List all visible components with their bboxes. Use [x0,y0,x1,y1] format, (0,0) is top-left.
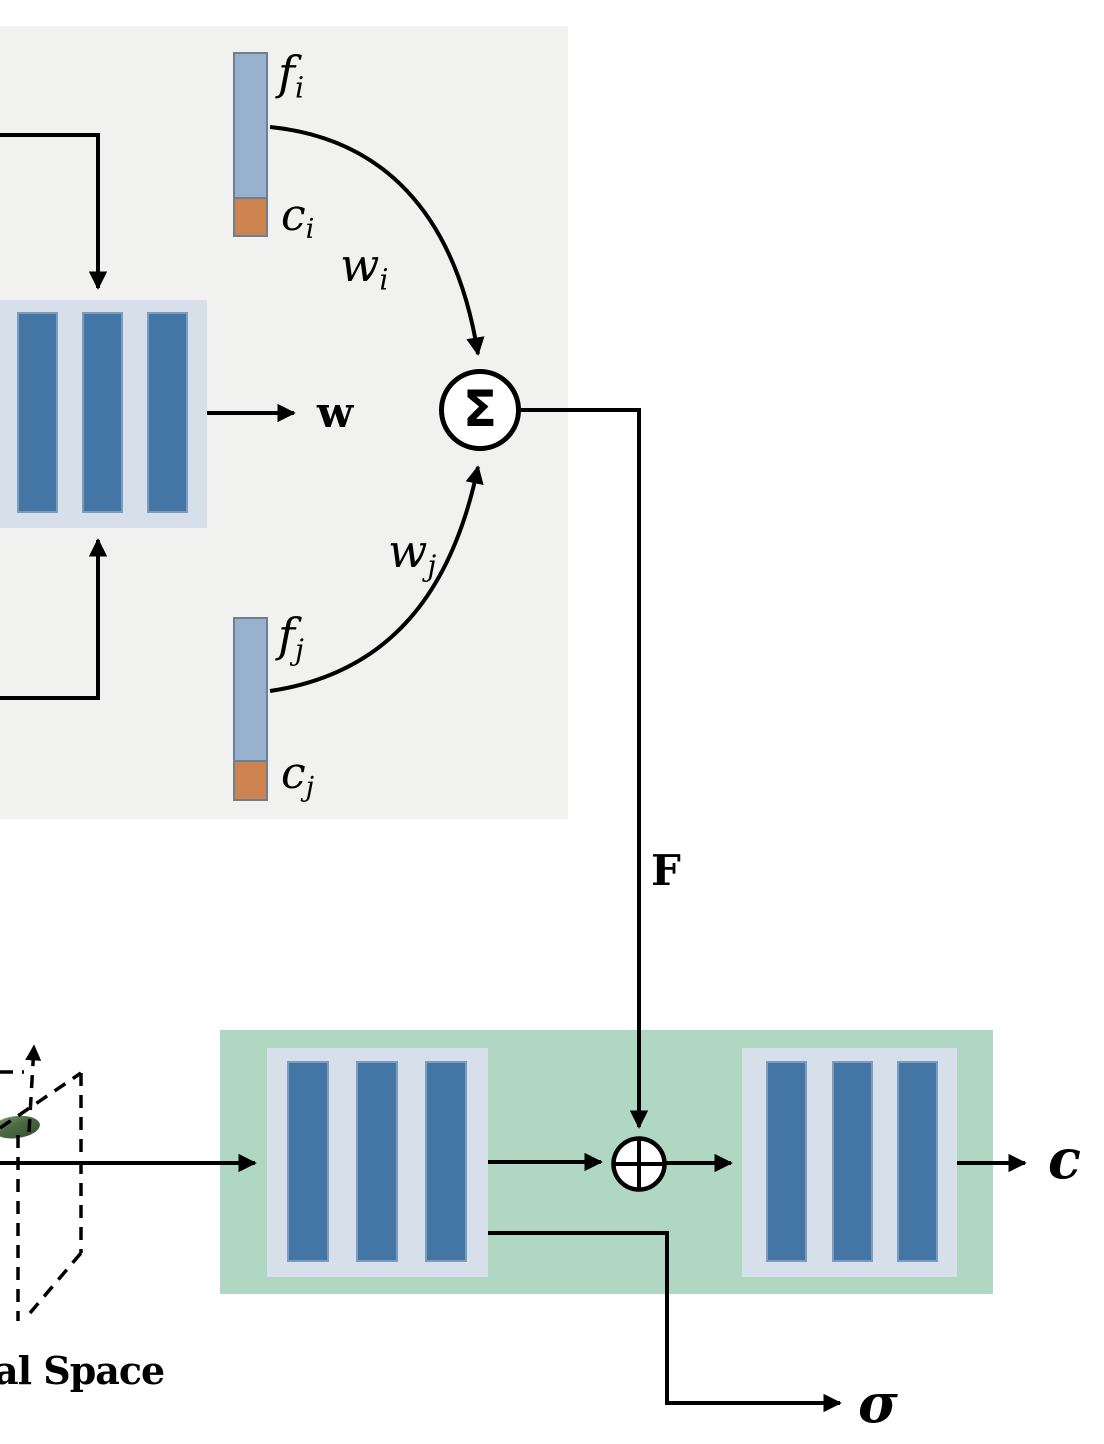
mlp-layer-bar [897,1061,938,1262]
label-weight-i: wi [340,238,389,297]
mlp-layer-bar [82,312,123,513]
mlp-layer-bar [356,1061,398,1262]
sum-symbol: Σ [462,380,498,438]
label-feature-j: fj [278,608,304,667]
confidence-segment-i [235,197,266,235]
label-density-output: σ [858,1371,898,1435]
feature-segment-i [235,54,266,197]
mlp-layer-bar [425,1061,467,1262]
mlp-layer-bar [832,1061,873,1262]
confidence-segment-j [235,760,266,799]
mlp-layer-bar [17,312,58,513]
label-confidence-i: ci [281,190,315,246]
point-cloud-thumbnail [0,1112,42,1142]
feature-vector-j [233,617,268,801]
feature-segment-j [235,619,266,760]
mlp-layer-bar [287,1061,329,1262]
mlp-block-color [742,1048,957,1277]
mlp-layer-bar [766,1061,807,1262]
label-w-output: w [317,388,354,437]
label-confidence-j: cj [281,748,315,804]
mlp-block-weights [0,300,207,528]
label-color-output: c [1048,1127,1081,1191]
label-feature-i: fi [278,46,305,105]
label-aggregated-feature: F [651,846,681,895]
label-weight-j: wj [388,524,437,583]
spatial-space-caption: al Space [0,1348,165,1393]
dashed-cube [0,1044,83,1321]
feature-vector-i [233,52,268,237]
mlp-block-spatial [267,1048,488,1277]
mlp-layer-bar [147,312,188,513]
